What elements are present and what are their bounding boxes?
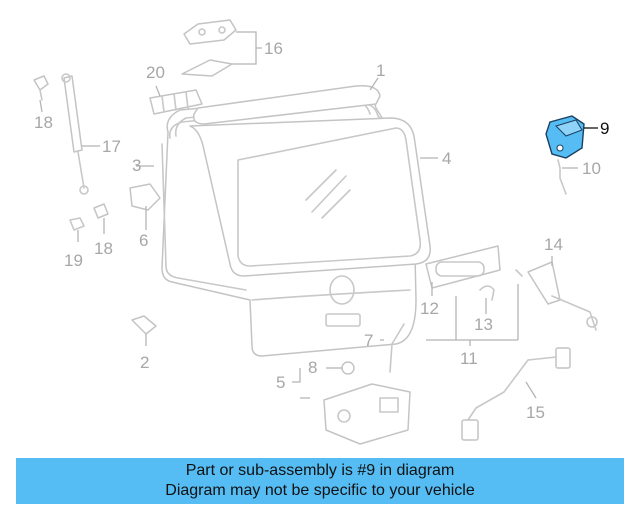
latch: [323, 383, 411, 445]
clip: [69, 217, 85, 231]
callout-18-bottom: 18: [94, 239, 113, 258]
callout-12: 12: [420, 299, 439, 318]
parts-diagram: 1 2 3 4 5 6 7 8 9 10 11 12 13 14 15 16 1…: [33, 19, 609, 445]
rear-glass: [189, 117, 431, 277]
callout-1: 1: [376, 61, 385, 80]
info-banner: Part or sub-assembly is #9 in diagram Di…: [16, 458, 624, 504]
banner-line-2: Diagram may not be specific to your vehi…: [165, 482, 475, 499]
callout-5: 5: [276, 373, 285, 392]
spoiler: [192, 84, 381, 125]
actuator-link: [557, 159, 567, 195]
banner-line-1: Part or sub-assembly is #9 in diagram: [185, 462, 455, 479]
part-9-actuator[interactable]: [545, 115, 585, 159]
callout-16: 16: [264, 39, 283, 58]
ball-stud-bottom: [93, 203, 109, 219]
callout-4: 4: [442, 149, 451, 168]
lock-cylinder: [129, 183, 161, 211]
leader-lines: [39, 31, 578, 399]
callout-2: 2: [140, 353, 149, 372]
callout-20: 20: [146, 63, 165, 82]
callout-19: 19: [64, 251, 83, 270]
release-cable: [527, 261, 598, 331]
wiring-harness: [461, 347, 571, 441]
callout-10: 10: [582, 159, 601, 178]
ball-stud-top: [33, 75, 49, 91]
callout-17: 17: [102, 137, 121, 156]
callout-7: 7: [364, 331, 373, 350]
handle-assembly: [425, 245, 523, 301]
callout-9: 9: [600, 119, 609, 138]
callout-3: 3: [132, 156, 141, 175]
callout-18-top: 18: [34, 113, 53, 132]
callout-8: 8: [308, 358, 317, 377]
callout-13: 13: [474, 315, 493, 334]
callout-15: 15: [526, 403, 545, 422]
callout-6: 6: [139, 231, 148, 250]
callout-labels: 1 2 3 4 5 6 7 8 9 10 11 12 13 14 15 16 1…: [34, 39, 609, 422]
callout-11: 11: [460, 349, 478, 368]
bolt: [341, 361, 355, 375]
hinge: [181, 19, 237, 77]
lock-rod: [389, 323, 405, 373]
bump-stop: [131, 315, 157, 335]
gas-strut: [61, 73, 89, 195]
callout-14: 14: [544, 235, 563, 254]
